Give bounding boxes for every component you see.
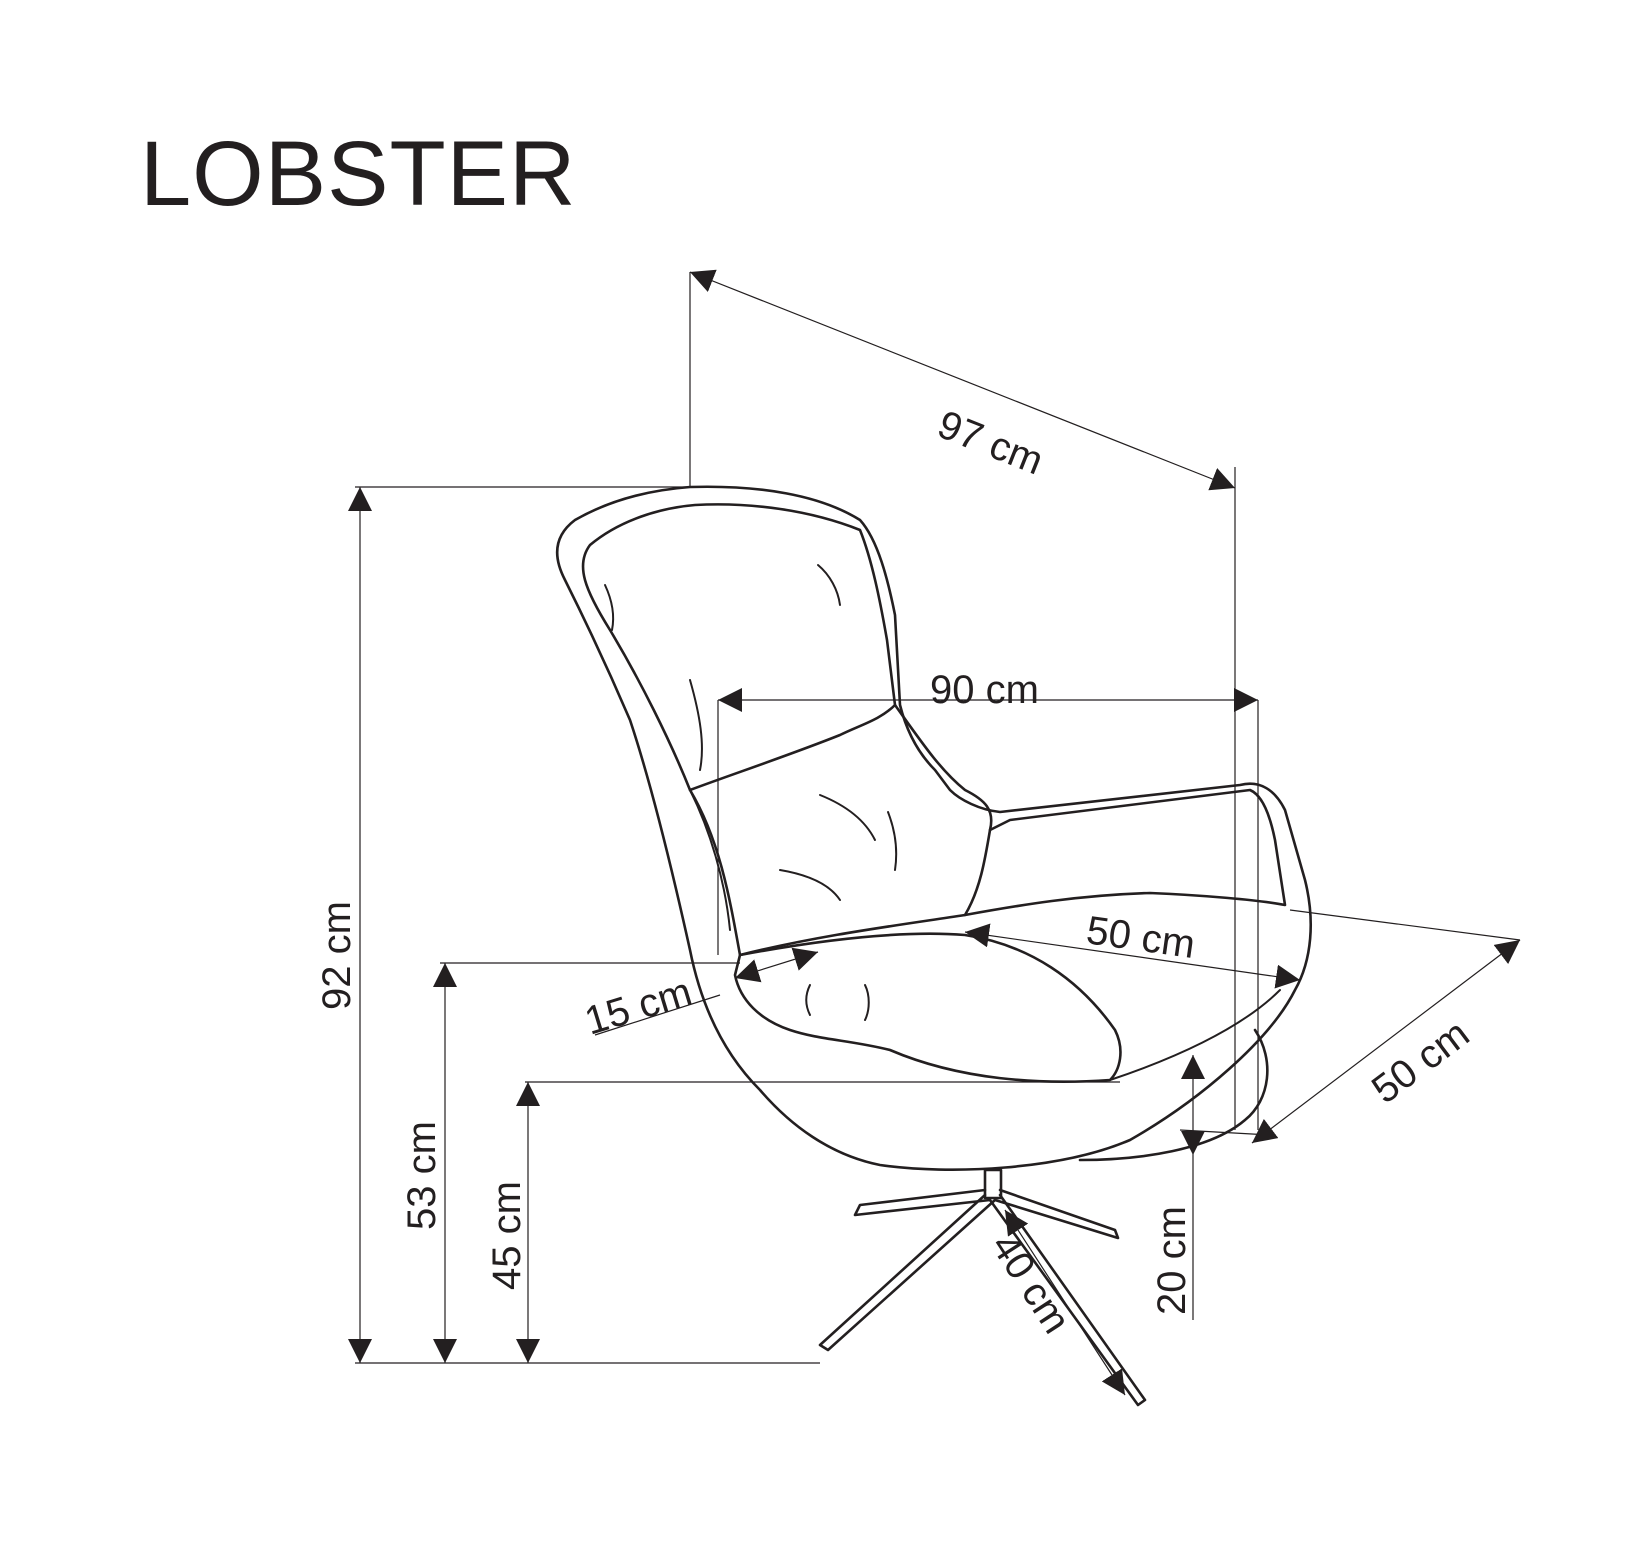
dim-line-seat-width — [1251, 939, 1521, 1144]
label-seat-thickness: 20 cm — [1150, 1206, 1194, 1315]
product-title: LOBSTER — [140, 123, 577, 225]
quilt-2 — [817, 564, 841, 606]
seat-front — [1109, 989, 1281, 1081]
leg-front-left — [818, 1193, 997, 1352]
leg-left-back — [853, 1188, 992, 1217]
quilt-4 — [819, 794, 876, 841]
shell-outer — [555, 485, 1313, 1171]
label-seat-width: 50 cm — [1364, 1011, 1477, 1112]
label-seat-height: 45 cm — [485, 1181, 529, 1290]
label-width: 90 cm — [930, 668, 1039, 712]
chair-outline — [555, 485, 1313, 1407]
label-seat-depth: 50 cm — [1084, 908, 1198, 967]
shell-base — [1078, 1028, 1269, 1162]
label-armrest-height: 53 cm — [400, 1121, 444, 1230]
back-line — [689, 789, 731, 931]
dim-line-seat-depth — [964, 923, 1301, 989]
quilt-3 — [689, 679, 703, 771]
dimension-lines — [348, 269, 1521, 1396]
quilt-5 — [779, 869, 841, 901]
dim-line-leg — [1004, 1209, 1126, 1396]
quilt-1 — [604, 584, 615, 631]
swivel-post — [983, 1168, 1003, 1200]
dim-line-armrest-width — [734, 947, 819, 983]
lumbar-cushion — [688, 703, 993, 957]
label-armrest-width: 15 cm — [580, 970, 697, 1044]
dim-line-depth — [689, 269, 1236, 491]
quilt-8 — [864, 984, 870, 1021]
label-height: 92 cm — [315, 901, 359, 1010]
back-cushion — [581, 503, 897, 792]
quilt-7 — [805, 984, 811, 1016]
seat-cushion — [733, 932, 1122, 1083]
quilt-6 — [887, 811, 898, 871]
armrest — [963, 788, 1287, 917]
label-depth: 97 cm — [932, 402, 1049, 483]
